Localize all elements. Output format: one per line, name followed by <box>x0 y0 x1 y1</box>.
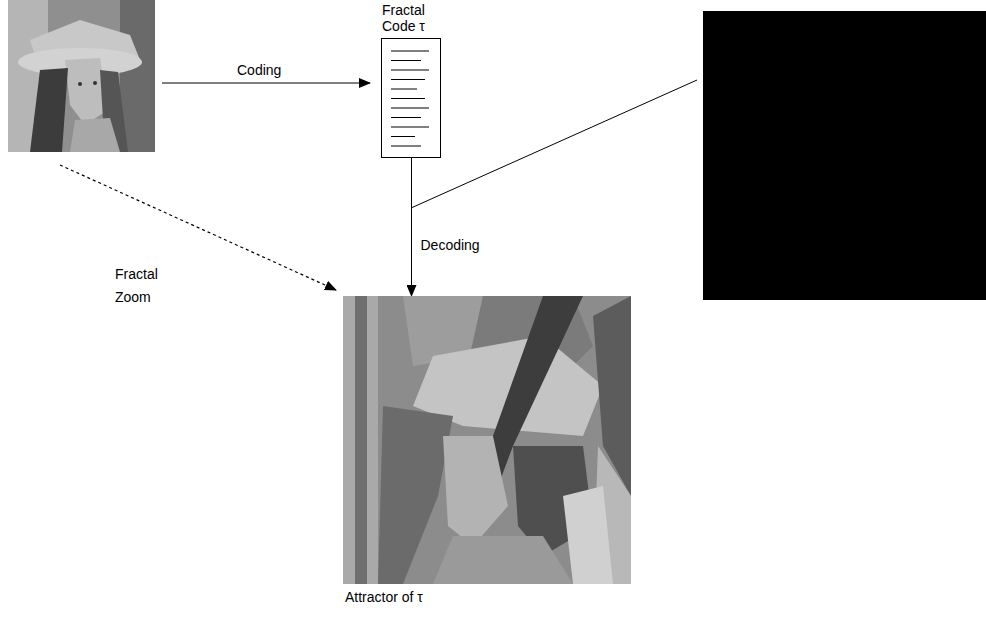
source-photo <box>8 0 155 152</box>
black-image <box>703 11 986 300</box>
document-shape <box>381 38 441 158</box>
attractor-image: Attractor of τ <box>343 296 643 605</box>
process-label: Fractal Zoom <box>115 263 171 309</box>
code-document: Fractal Code τ <box>378 2 448 158</box>
coding-arrow <box>162 83 370 84</box>
image-frame <box>343 296 631 584</box>
code-lines <box>382 39 440 157</box>
leader-line <box>411 80 697 208</box>
image-caption: Attractor of τ <box>343 589 645 605</box>
process-label: Coding <box>237 62 307 78</box>
document-heading: Fractal Code τ <box>378 2 438 34</box>
edge-label: Decoding <box>421 237 480 253</box>
zoom-arrow <box>60 165 336 290</box>
flow-arrow <box>411 158 412 296</box>
attractor-picture <box>343 296 631 584</box>
